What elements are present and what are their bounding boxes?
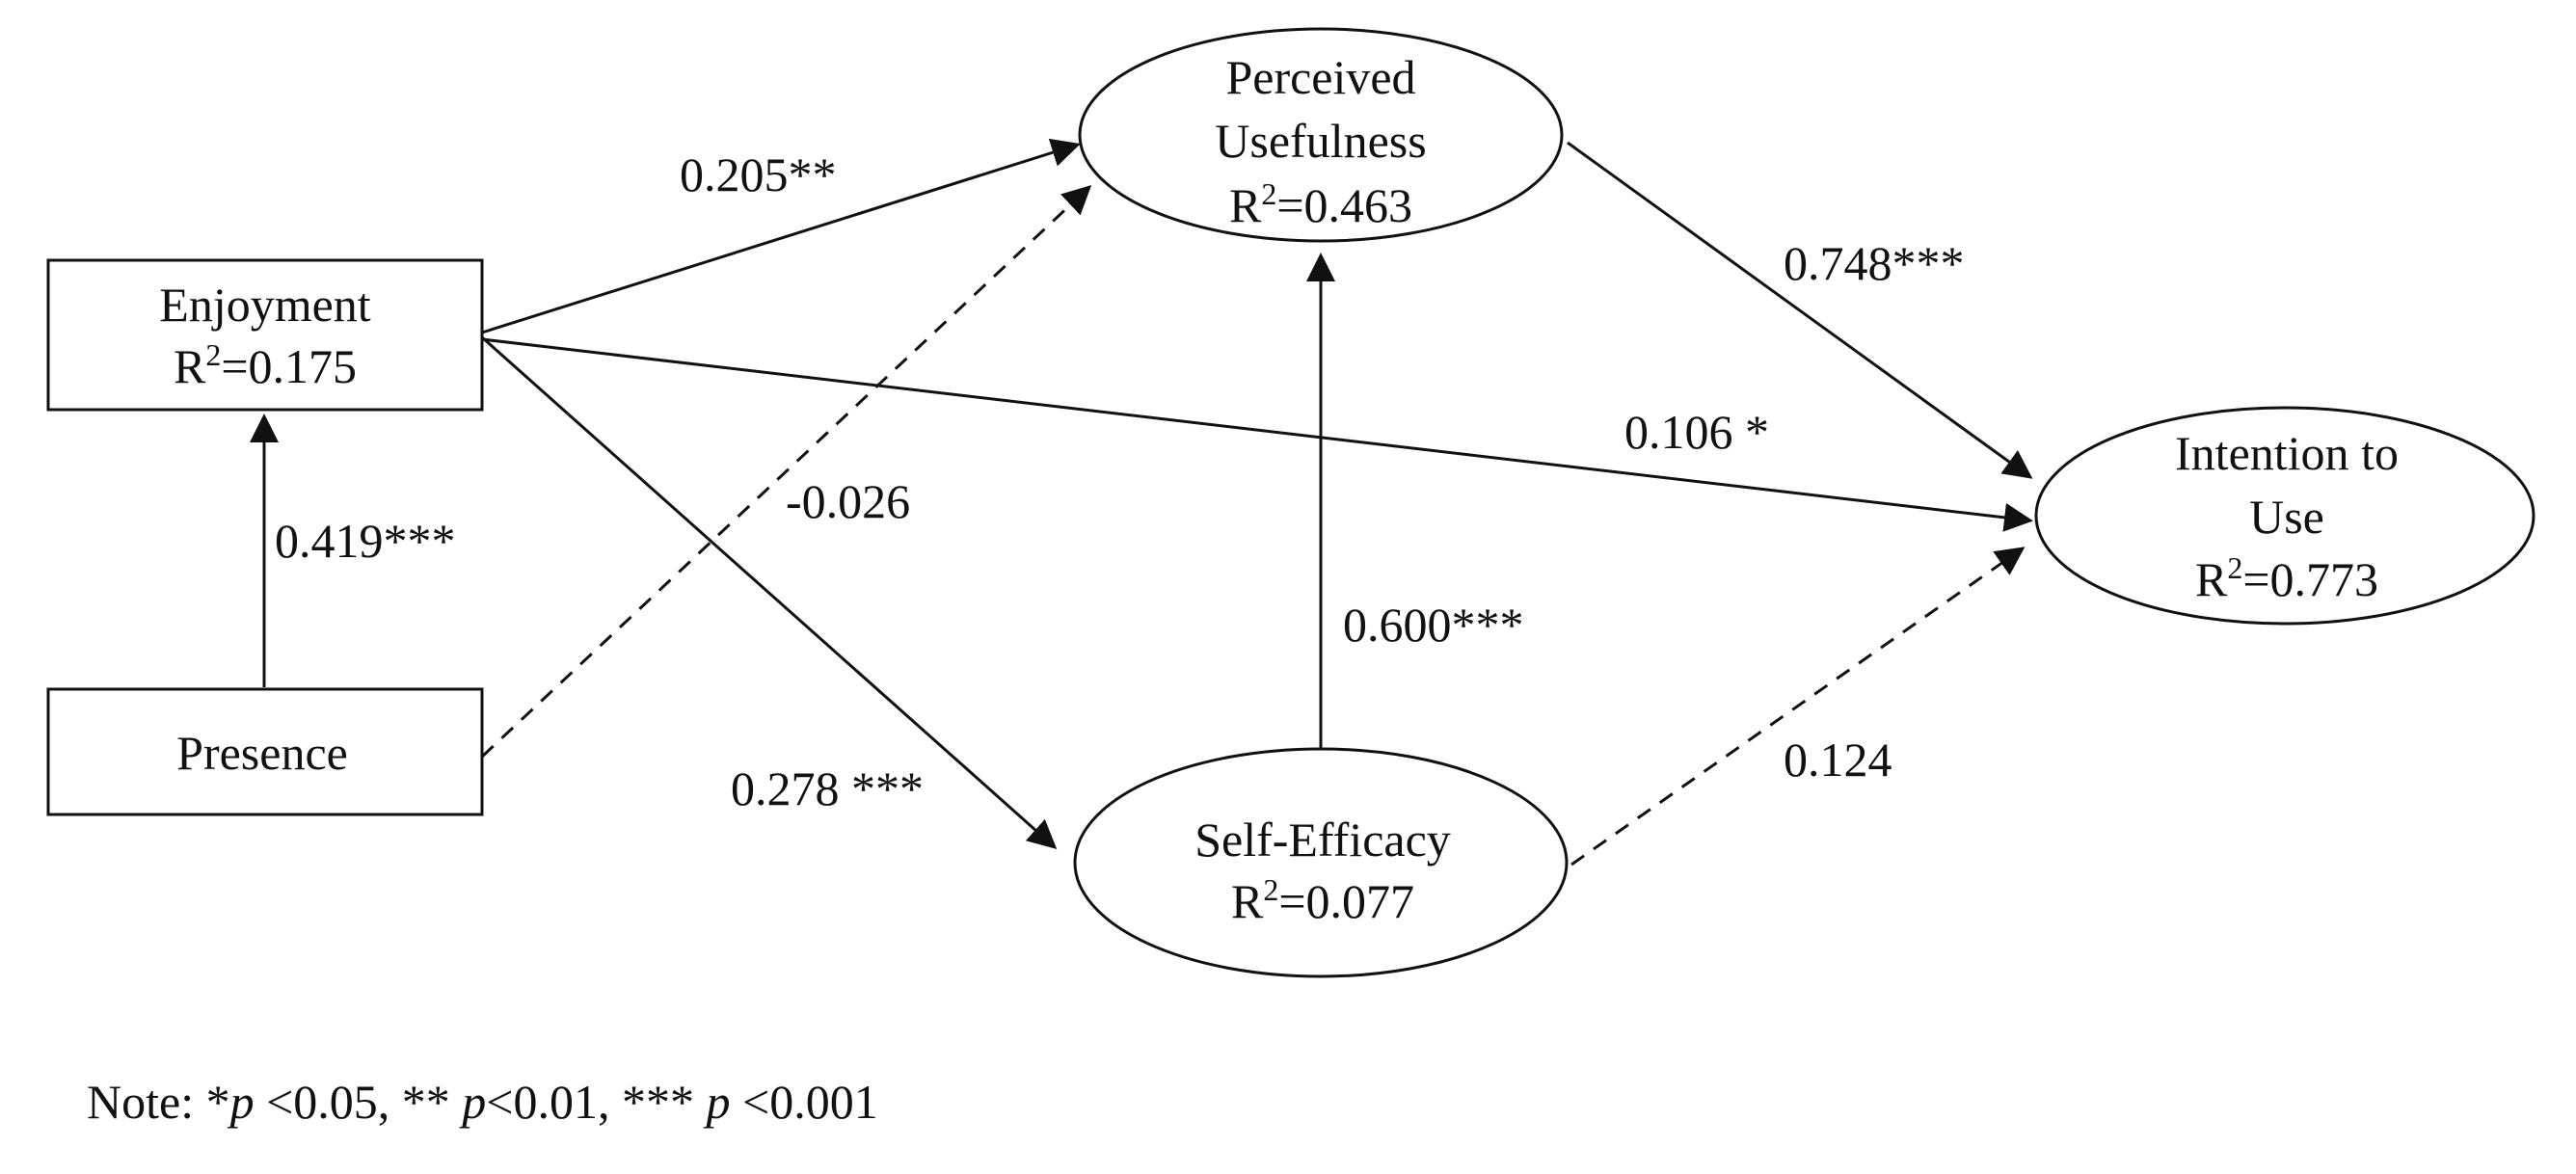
intention-to-use-label-line2: Use xyxy=(2249,490,2324,544)
self-efficacy-r-squared: R2=0.077 xyxy=(1231,872,1414,928)
significance-note: Note: *p <0.05, ** p<0.01, *** p <0.001 xyxy=(87,1075,878,1129)
edge-enjoyment-to-intention-to-use xyxy=(481,337,2033,532)
intention-to-use-label-line1: Intention to xyxy=(2175,426,2399,480)
label-enjoyment-to-self-efficacy: 0.278 *** xyxy=(731,761,924,815)
node-intention-to-use: Intention to Use R2=0.773 xyxy=(2034,406,2536,626)
label-enjoyment-to-perceived-usefulness: 0.205** xyxy=(680,147,837,201)
label-enjoyment-to-intention-to-use: 0.106 * xyxy=(1624,405,1769,459)
node-enjoyment: Enjoyment R2=0.175 xyxy=(46,258,484,412)
node-self-efficacy: Self-Efficacy R2=0.077 xyxy=(1073,747,1569,978)
self-efficacy-label: Self-Efficacy xyxy=(1194,813,1451,867)
presence-label: Presence xyxy=(176,726,348,780)
edge-perceived-usefulness-to-intention-to-use xyxy=(1567,141,2033,479)
enjoyment-r-squared: R2=0.175 xyxy=(174,337,357,393)
label-perceived-usefulness-to-intention-to-use: 0.748*** xyxy=(1784,236,1965,290)
node-presence: Presence xyxy=(46,687,484,816)
perceived-usefulness-label-line1: Perceived xyxy=(1225,50,1415,104)
edge-self-efficacy-to-intention-to-use xyxy=(1570,547,2026,867)
label-presence-to-enjoyment: 0.419*** xyxy=(275,514,456,568)
perceived-usefulness-r-squared: R2=0.463 xyxy=(1229,176,1412,232)
edge-enjoyment-to-perceived-usefulness xyxy=(481,138,1081,334)
edge-presence-to-perceived-usefulness xyxy=(480,184,1092,759)
label-presence-to-perceived-usefulness: -0.026 xyxy=(786,474,910,528)
intention-to-use-r-squared: R2=0.773 xyxy=(2195,550,2378,606)
enjoyment-label: Enjoyment xyxy=(159,278,371,332)
label-self-efficacy-to-perceived-usefulness: 0.600*** xyxy=(1343,598,1524,652)
edge-enjoyment-to-self-efficacy xyxy=(481,335,1058,849)
perceived-usefulness-label-line2: Usefulness xyxy=(1215,114,1426,168)
label-self-efficacy-to-intention-to-use: 0.124 xyxy=(1784,733,1892,787)
node-perceived-usefulness: Perceived Usefulness R2=0.463 xyxy=(1078,27,1564,243)
